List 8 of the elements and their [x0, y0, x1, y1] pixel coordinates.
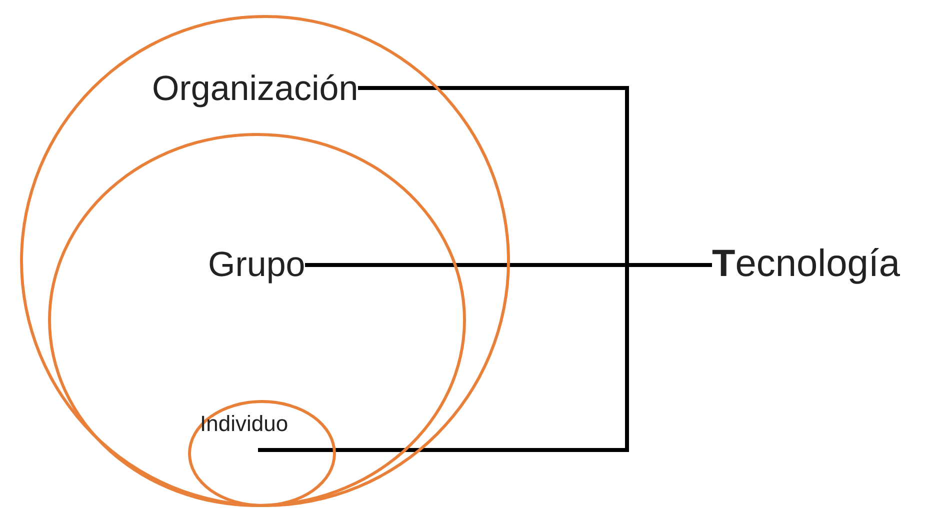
circle: [48, 133, 466, 507]
node-label: Organización: [152, 71, 358, 106]
node-label: Tecnología: [712, 245, 900, 283]
circle: [20, 15, 510, 507]
circle: [188, 400, 336, 507]
node-label: Grupo: [208, 247, 306, 282]
node-label: Individuo: [200, 413, 288, 450]
connector-line: [258, 263, 712, 452]
